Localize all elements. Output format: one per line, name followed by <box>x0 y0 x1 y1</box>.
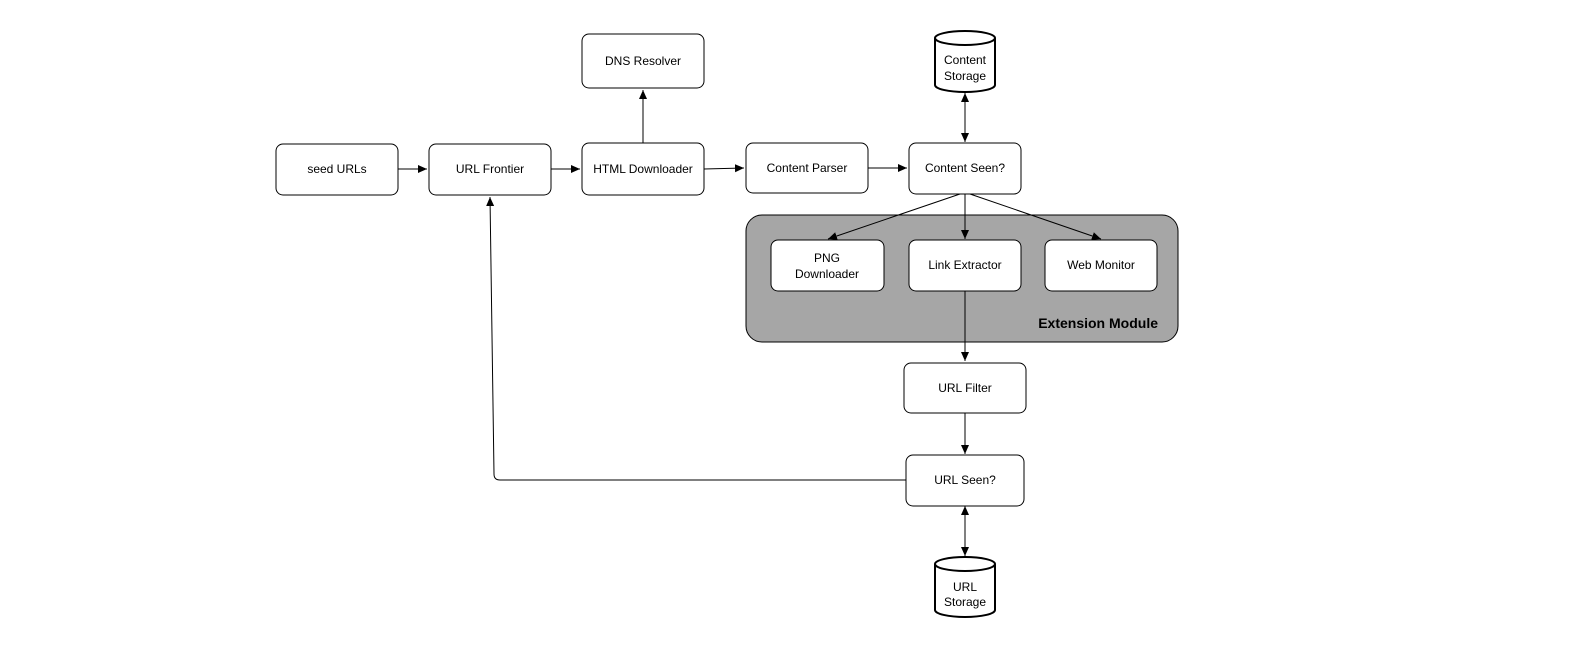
node-link-extractor: Link Extractor <box>908 239 1022 292</box>
content-parser-label: Content Parser <box>767 161 848 175</box>
seed-urls-label: seed URLs <box>307 162 366 176</box>
url-seen-label: URL Seen? <box>934 473 996 487</box>
html-downloader-label: HTML Downloader <box>593 162 693 176</box>
node-seed-urls: seed URLs <box>275 143 399 196</box>
edge-content-seen-to-png <box>827 193 961 240</box>
dns-resolver-label: DNS Resolver <box>605 54 681 68</box>
web-monitor-label: Web Monitor <box>1067 258 1135 272</box>
url-filter-label: URL Filter <box>938 381 992 395</box>
node-dns-resolver: DNS Resolver <box>581 33 705 89</box>
seed-urls-box <box>275 143 399 196</box>
node-content-seen: Content Seen? <box>908 142 1022 195</box>
content-seen-label: Content Seen? <box>925 161 1005 175</box>
url-filter-box <box>903 362 1027 414</box>
extension-module-label: Extension Module <box>1038 315 1158 331</box>
node-content-storage: Content Storage <box>934 30 996 93</box>
web-monitor-box <box>1044 239 1158 292</box>
url-storage-label-line2: Storage <box>944 595 986 609</box>
content-parser-box <box>745 142 869 194</box>
content-storage-cylinder-rim <box>934 37 996 46</box>
content-storage-label-line2: Storage <box>944 69 986 83</box>
content-seen-box <box>908 142 1022 195</box>
url-seen-box <box>905 454 1025 507</box>
html-downloader-box <box>581 142 705 196</box>
content-storage-label-line1: Content <box>944 53 987 67</box>
url-storage-cylinder-rim <box>934 563 996 572</box>
node-content-parser: Content Parser <box>745 142 869 194</box>
png-downloader-label-line1: PNG <box>814 251 840 265</box>
node-url-frontier: URL Frontier <box>428 143 552 196</box>
url-frontier-label: URL Frontier <box>456 162 524 176</box>
edges <box>398 90 1102 556</box>
url-storage-cylinder <box>934 556 996 618</box>
dns-resolver-box <box>581 33 705 89</box>
node-url-seen: URL Seen? <box>905 454 1025 507</box>
node-url-storage: URL Storage <box>934 556 996 618</box>
node-html-downloader: HTML Downloader <box>581 142 705 196</box>
content-storage-cylinder <box>934 30 996 93</box>
edge-html-downloader-to-parser <box>703 164 745 173</box>
node-png-downloader: PNG Downloader <box>770 239 885 292</box>
link-extractor-box <box>908 239 1022 292</box>
edge-url-seen-to-frontier <box>486 196 906 481</box>
link-extractor-label: Link Extractor <box>928 258 1001 272</box>
png-downloader-label-line2: Downloader <box>795 267 859 281</box>
node-web-monitor: Web Monitor <box>1044 239 1158 292</box>
png-downloader-box <box>770 239 885 292</box>
node-url-filter: URL Filter <box>903 362 1027 414</box>
url-frontier-box <box>428 143 552 196</box>
url-storage-label-line1: URL <box>953 580 977 594</box>
edge-content-seen-to-web-monitor <box>969 193 1102 240</box>
